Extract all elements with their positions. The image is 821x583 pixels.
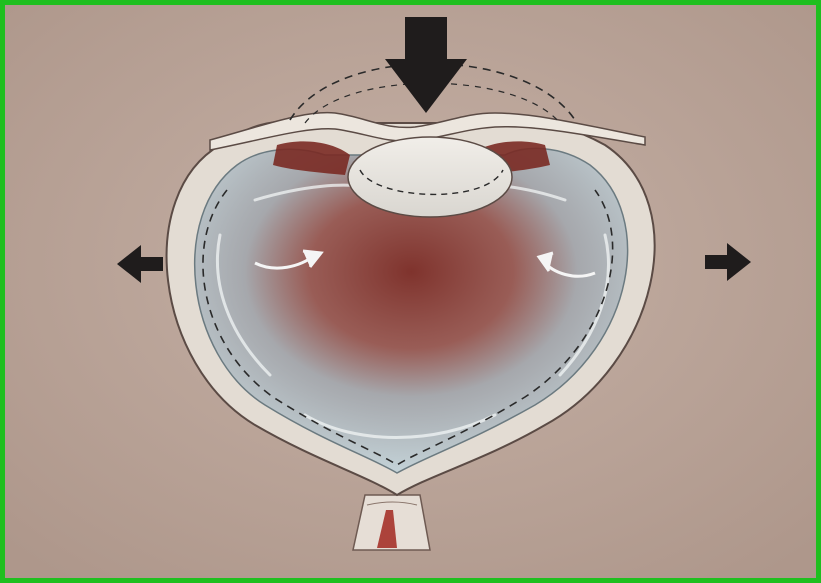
- optic-nerve: [353, 495, 430, 550]
- eye-cross-section-illustration: [5, 5, 816, 578]
- lens: [348, 137, 512, 217]
